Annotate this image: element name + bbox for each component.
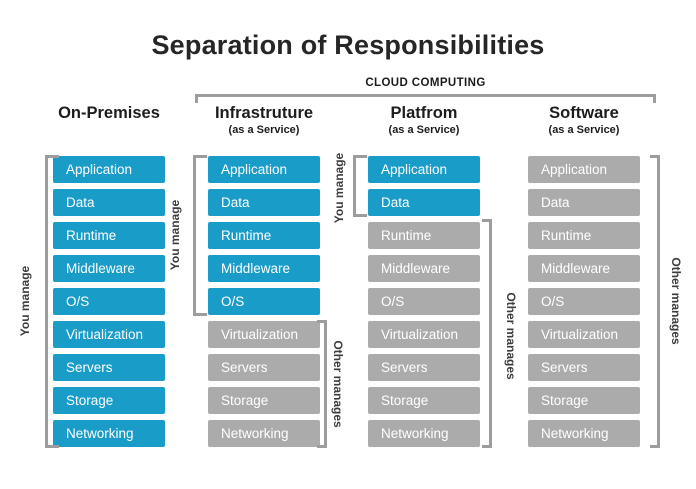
other-manages-label-paas: Other manages [504,292,518,380]
layer-box-paas-runtime: Runtime [368,222,480,249]
other-manages-label-iaas: Other manages [331,340,345,428]
you-manage-bracket-iaas [193,155,207,316]
layer-box-iaas-networking: Networking [208,420,320,447]
column-title-onprem: On-Premises [58,104,160,122]
layer-box-paas-data: Data [368,189,480,216]
layer-box-saas-os: O/S [528,288,640,315]
layer-box-paas-networking: Networking [368,420,480,447]
layer-box-saas-networking: Networking [528,420,640,447]
you-manage-label-iaas: You manage [168,199,182,271]
other-manages-bracket-paas [482,219,492,448]
layer-box-saas-storage: Storage [528,387,640,414]
layer-box-saas-data: Data [528,189,640,216]
other-manages-label-saas: Other manages [669,257,683,345]
layer-box-iaas-runtime: Runtime [208,222,320,249]
layer-box-iaas-application: Application [208,156,320,183]
layer-box-paas-servers: Servers [368,354,480,381]
layer-box-onprem-application: Application [53,156,165,183]
column-header-onprem: On-Premises [33,104,185,122]
layer-box-paas-storage: Storage [368,387,480,414]
page-title: Separation of Responsibilities [151,30,545,60]
layer-box-paas-os: O/S [368,288,480,315]
layer-box-onprem-os: O/S [53,288,165,315]
you-manage-label-paas: You manage [332,152,346,224]
layer-box-saas-middleware: Middleware [528,255,640,282]
layer-box-onprem-servers: Servers [53,354,165,381]
column-subtitle-saas: (as a Service) [548,124,620,136]
cloud-computing-bracket [195,94,656,103]
you-manage-bracket-paas [353,155,367,217]
layer-box-saas-runtime: Runtime [528,222,640,249]
layer-box-onprem-runtime: Runtime [53,222,165,249]
layer-box-paas-middleware: Middleware [368,255,480,282]
layer-box-iaas-middleware: Middleware [208,255,320,282]
layer-box-onprem-networking: Networking [53,420,165,447]
layer-box-saas-application: Application [528,156,640,183]
layer-box-onprem-middleware: Middleware [53,255,165,282]
layer-box-onprem-data: Data [53,189,165,216]
layer-box-onprem-virtualization: Virtualization [53,321,165,348]
other-manages-bracket-iaas [317,320,327,448]
column-header-saas: Software (as a Service) [508,104,660,136]
column-header-iaas: Infrastruture (as a Service) [188,104,340,136]
column-title-saas: Software [549,104,619,122]
layer-box-iaas-data: Data [208,189,320,216]
layer-box-onprem-storage: Storage [53,387,165,414]
column-subtitle-iaas: (as a Service) [228,124,300,136]
column-title-iaas: Infrastruture [214,104,314,122]
column-header-paas: Platfrom (as a Service) [348,104,500,136]
layer-box-iaas-servers: Servers [208,354,320,381]
layer-box-paas-application: Application [368,156,480,183]
layer-box-paas-virtualization: Virtualization [368,321,480,348]
layer-box-iaas-virtualization: Virtualization [208,321,320,348]
you-manage-label-onprem: You manage [18,265,32,337]
cloud-computing-label: CLOUD COMPUTING [365,77,486,89]
layer-box-iaas-os: O/S [208,288,320,315]
layer-box-saas-virtualization: Virtualization [528,321,640,348]
column-title-paas: Platfrom [390,104,458,122]
you-manage-bracket-onprem [45,155,59,448]
layer-box-saas-servers: Servers [528,354,640,381]
column-subtitle-paas: (as a Service) [388,124,460,136]
layer-box-iaas-storage: Storage [208,387,320,414]
other-manages-bracket-saas [650,155,660,448]
